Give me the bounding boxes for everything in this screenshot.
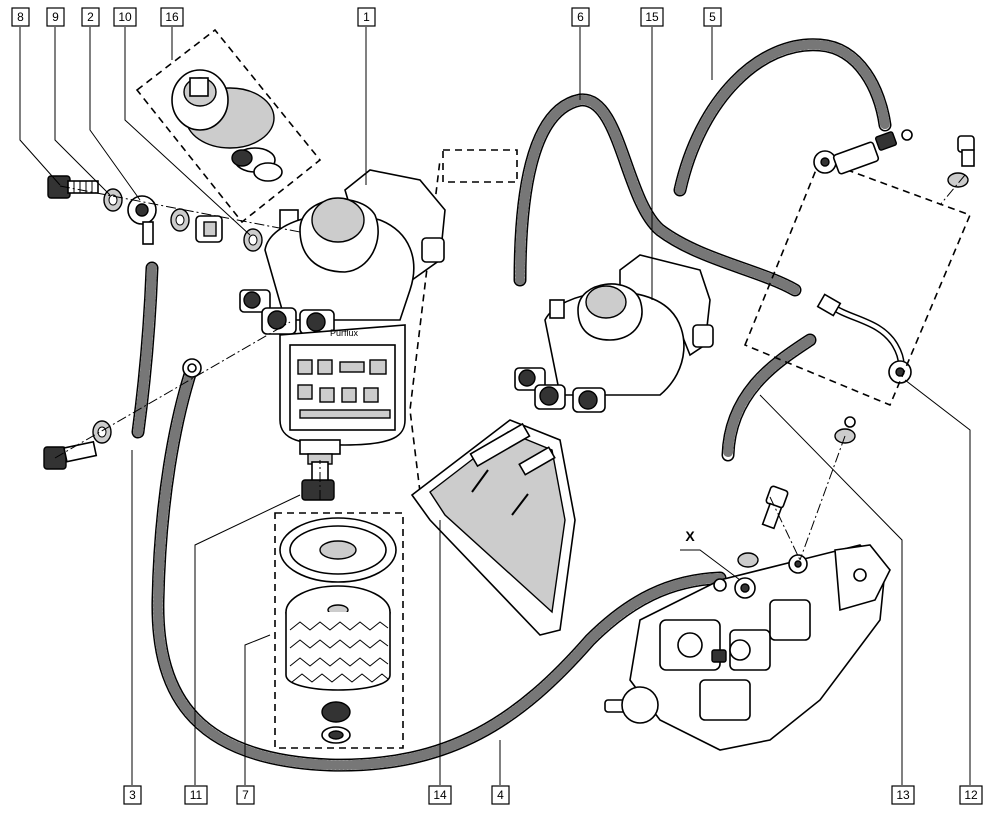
sensor-16	[171, 69, 283, 182]
callout-8: 8	[11, 7, 30, 27]
svg-text:16: 16	[165, 10, 179, 24]
callout-13: 13	[891, 785, 915, 805]
svg-text:1: 1	[363, 10, 370, 24]
sensor-group-outline-16	[135, 28, 322, 224]
svg-text:11: 11	[190, 788, 203, 802]
banjo-fitting-set	[47, 175, 263, 252]
fuel-filter-assembly-1: Purflux	[239, 169, 446, 465]
svg-text:3: 3	[129, 788, 136, 802]
callout-2: 2	[81, 7, 100, 27]
mounting-bracket-14	[410, 419, 576, 636]
marker-x: X	[685, 528, 695, 544]
callout-box-1	[442, 149, 518, 183]
callout-6: 6	[571, 7, 590, 27]
assembly-guide-lines	[54, 174, 966, 561]
pipe-group-outline-12	[743, 158, 972, 407]
callout-7: 7	[236, 785, 255, 805]
svg-text:10: 10	[118, 10, 132, 24]
svg-text:13: 13	[896, 788, 910, 802]
filter-element-7	[279, 517, 397, 744]
svg-text:9: 9	[52, 10, 59, 24]
injection-pump	[604, 544, 891, 751]
leader-lines	[19, 27, 971, 785]
svg-text:2: 2	[87, 10, 94, 24]
callout-4: 4	[491, 785, 510, 805]
svg-text:15: 15	[645, 10, 659, 24]
svg-text:6: 6	[577, 10, 584, 24]
pipe-fittings-top-right	[813, 129, 975, 188]
svg-text:8: 8	[17, 10, 24, 24]
callout-3: 3	[123, 785, 142, 805]
filter-head-15	[514, 254, 714, 413]
callout-14: 14	[428, 785, 452, 805]
fuel-hose-6	[513, 93, 802, 297]
svg-text:14: 14	[433, 788, 447, 802]
bolt-lower-left	[43, 420, 112, 470]
fuel-pipe-12	[816, 293, 912, 384]
svg-text:12: 12	[964, 788, 978, 802]
pump-bolts	[737, 416, 856, 574]
fuel-hose-3	[131, 261, 159, 439]
filter-brand-label: Purflux	[330, 328, 359, 338]
callout-1: 1	[357, 7, 376, 27]
callout-11: 11	[184, 785, 208, 805]
callout-15: 15	[640, 7, 664, 27]
callout-16: 16	[160, 7, 184, 27]
callout-10: 10	[113, 7, 137, 27]
callout-9: 9	[46, 7, 65, 27]
svg-text:7: 7	[242, 788, 249, 802]
fuel-hose-5	[673, 38, 892, 197]
bracket-guide-line	[409, 159, 441, 493]
svg-text:5: 5	[709, 10, 716, 24]
svg-text:4: 4	[497, 788, 504, 802]
drain-screw-11	[301, 461, 335, 501]
fuel-hose-13	[721, 333, 817, 462]
callout-12: 12	[959, 785, 983, 805]
filter-element-outline-7	[274, 512, 404, 749]
callout-5: 5	[703, 7, 722, 27]
fuel-hose-4	[151, 358, 727, 772]
